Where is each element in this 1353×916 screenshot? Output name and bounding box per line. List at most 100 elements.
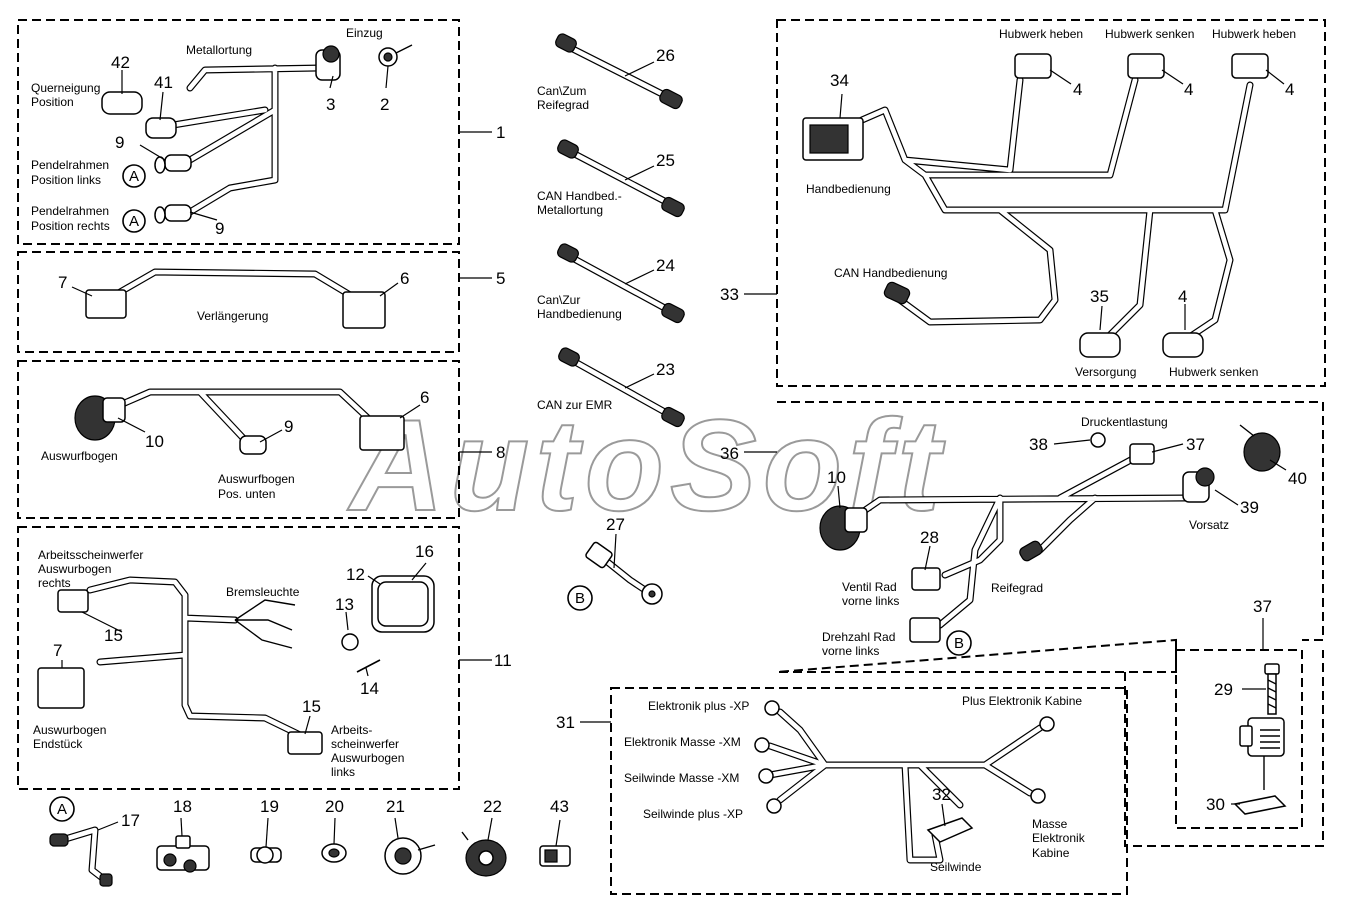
label-reifegrad: Reifegrad <box>537 98 589 112</box>
part-25: 25 <box>656 151 675 170</box>
group-5-number: 5 <box>496 269 505 288</box>
part-7: 7 <box>58 273 67 292</box>
part-9b: 9 <box>215 219 224 238</box>
label-verlaengerung: Verlängerung <box>197 309 268 323</box>
label-druckentlastung: Druckentlastung <box>1081 415 1168 429</box>
part-22: 22 <box>483 797 502 816</box>
group-31-frame <box>610 687 1128 895</box>
group-1-number: 1 <box>496 123 505 142</box>
label-rechts: rechts <box>38 576 71 590</box>
part-32: 32 <box>932 785 951 804</box>
group-11-number: 11 <box>494 651 512 670</box>
label-metallortung: Metallortung <box>186 43 252 57</box>
part-7: 7 <box>53 641 62 660</box>
part-24: 24 <box>656 256 675 275</box>
label-vorne-links-1: vorne links <box>842 594 899 608</box>
label-seilwinde: Seilwinde <box>930 860 982 874</box>
label-can-zur: Can\Zur <box>537 293 580 307</box>
label-elektronik-masse: Elektronik Masse -XM <box>624 735 741 749</box>
part-2: 2 <box>380 95 389 114</box>
group-33-number: 33 <box>720 285 739 304</box>
label-auswurfbogen: Auswurfbogen <box>41 449 118 463</box>
group-36-number: 36 <box>720 444 739 463</box>
label-pendelrahmen-2: Pendelrahmen <box>31 204 109 218</box>
group-31-number: 31 <box>556 713 575 732</box>
part-35: 35 <box>1090 287 1109 306</box>
group-5-frame <box>17 251 460 353</box>
callout-a <box>122 164 146 188</box>
part-16: 16 <box>415 542 434 561</box>
svg-text:B: B <box>954 635 964 652</box>
part-15a: 15 <box>104 626 123 645</box>
label-auswurbogen-3: Auswurbogen <box>331 751 404 765</box>
group-11-frame <box>17 526 460 790</box>
label-masse: Masse <box>1032 817 1068 831</box>
callout-a <box>122 209 146 233</box>
part-3: 3 <box>326 95 335 114</box>
part-19: 19 <box>260 797 279 816</box>
svg-text:A: A <box>129 213 139 230</box>
svg-text:B: B <box>575 590 585 607</box>
group-11-harness: 11 16 12 13 14 15 7 15 Arbeitsscheinwerf… <box>17 526 512 790</box>
label-hubwerk-heben-1: Hubwerk heben <box>999 27 1083 41</box>
label-versorgung: Versorgung <box>1075 365 1136 379</box>
part-4b: 4 <box>1184 80 1193 99</box>
svg-text:A: A <box>129 168 139 185</box>
label-position: Position <box>31 95 74 109</box>
part-13: 13 <box>335 595 354 614</box>
group-8-frame <box>17 360 460 519</box>
part-21: 21 <box>386 797 405 816</box>
part-20: 20 <box>325 797 344 816</box>
part-43: 43 <box>550 797 569 816</box>
label-can-handbed: CAN Handbed.- <box>537 189 622 203</box>
group-37-frame <box>1175 649 1303 829</box>
label-reifegrad: Reifegrad <box>991 581 1043 595</box>
part-14: 14 <box>360 679 379 698</box>
part-4a: 4 <box>1073 80 1082 99</box>
part-41: 41 <box>154 73 173 92</box>
label-endstueck: Endstück <box>33 737 83 751</box>
group-5-harness: 5 7 6 Verlängerung <box>17 251 505 353</box>
loose-parts: 17 A 18 19 20 21 22 4 <box>49 796 571 887</box>
label-querneigung: Querneigung <box>31 81 100 95</box>
label-plus-elektronik-kabine: Plus Elektronik Kabine <box>962 694 1082 708</box>
part-30: 30 <box>1206 795 1225 814</box>
group-33-frame <box>776 19 1326 387</box>
label-arbeits: Arbeits- <box>331 723 372 737</box>
part-39: 39 <box>1240 498 1259 517</box>
part-17: 17 <box>121 811 140 830</box>
part-42: 42 <box>111 53 130 72</box>
label-ventil-rad: Ventil Rad <box>842 580 897 594</box>
label-seilwinde-masse: Seilwinde Masse -XM <box>624 771 739 785</box>
label-arbeitsscheinwerfer: Arbeitsscheinwerfer <box>38 548 143 562</box>
label-elektronik-plus: Elektronik plus -XP <box>648 699 749 713</box>
part-6: 6 <box>420 388 429 407</box>
label-vorsatz: Vorsatz <box>1189 518 1229 532</box>
part-12: 12 <box>346 565 365 584</box>
label-pendelrahmen-1: Pendelrahmen <box>31 158 109 172</box>
svg-text:A: A <box>57 801 67 818</box>
label-can-zur-emr: CAN zur EMR <box>537 398 613 412</box>
label-hubwerk-senken-2: Hubwerk senken <box>1169 365 1258 379</box>
callout-b <box>567 585 593 611</box>
part-18: 18 <box>173 797 192 816</box>
part-40: 40 <box>1288 469 1307 488</box>
part-27: 27 <box>606 515 625 534</box>
can-cables: 26 25 24 23 Can\Zum Reifegrad CAN Handbe… <box>537 33 685 611</box>
part-9: 9 <box>284 417 293 436</box>
group-8-harness: 8 10 9 6 Auswurfbogen Auswurfbogen Pos. … <box>17 360 505 519</box>
label-einzug: Einzug <box>346 26 383 40</box>
part-15b: 15 <box>302 697 321 716</box>
label-metallortung: Metallortung <box>537 203 603 217</box>
label-can-zum: Can\Zum <box>537 84 586 98</box>
label-scheinwerfer: scheinwerfer <box>331 737 399 751</box>
part-4c: 4 <box>1285 80 1294 99</box>
part-37: 37 <box>1186 435 1205 454</box>
label-can-handbedienung: CAN Handbedienung <box>834 266 947 280</box>
callout-b <box>946 630 972 656</box>
label-hubwerk-heben-2: Hubwerk heben <box>1212 27 1296 41</box>
part-23: 23 <box>656 360 675 379</box>
label-drehzahl-rad: Drehzahl Rad <box>822 630 895 644</box>
part-28: 28 <box>920 528 939 547</box>
